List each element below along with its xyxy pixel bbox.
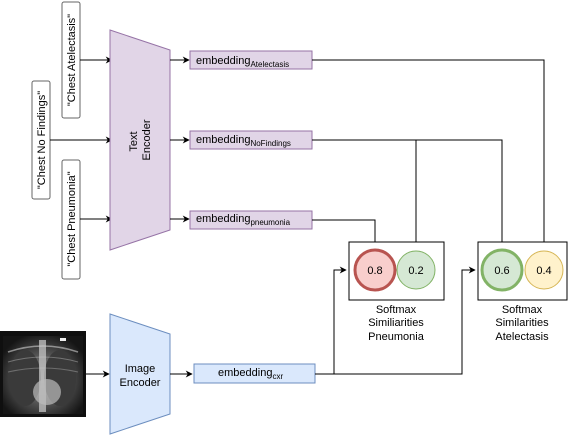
softmax-pneumonia-value-b: 0.2 bbox=[408, 265, 423, 277]
embedding-cxr-sub: cxr bbox=[272, 372, 283, 381]
prompt-no-findings-text: "Chest No Findings" bbox=[36, 91, 48, 189]
connector-cxr-to-softmax-pneumonia bbox=[315, 266, 347, 375]
softmax-pneumonia-circle-a bbox=[353, 248, 397, 292]
embedding-atelectasis-prefix: embedding bbox=[196, 55, 250, 67]
softmax-atelectasis-label-2: Similarities bbox=[495, 317, 549, 329]
softmax-atelectasis-circle-a bbox=[480, 248, 524, 292]
softmax-atelectasis-circle-b bbox=[524, 250, 564, 290]
connector-cxr-to-softmax-atelectasis bbox=[315, 266, 476, 375]
embedding-nofindings: embeddingNoFindings bbox=[189, 130, 313, 150]
embedding-atelectasis: embeddingAtelectasis bbox=[189, 50, 313, 70]
image-encoder-line1: Image bbox=[125, 363, 156, 375]
embedding-cxr: embeddingcxr bbox=[193, 363, 316, 384]
svg-text:embeddingpneumonia: embeddingpneumonia bbox=[196, 213, 291, 227]
softmax-pneumonia-value-a: 0.8 bbox=[367, 265, 382, 277]
text-encoder: Text Encoder bbox=[109, 29, 171, 251]
svg-text:embeddingcxr: embeddingcxr bbox=[218, 367, 283, 381]
softmax-atelectasis-value-a: 0.6 bbox=[494, 265, 509, 277]
connector-nofindings-to-atelectasis-softmax bbox=[416, 139, 506, 251]
softmax-pneumonia-circle-b bbox=[396, 250, 436, 290]
embedding-pneumonia-prefix: embedding bbox=[196, 213, 250, 225]
softmax-pneumonia-label-1: Softmax bbox=[376, 304, 417, 316]
svg-text:embeddingNoFindings: embeddingNoFindings bbox=[196, 134, 291, 148]
image-encoder-line2: Encoder bbox=[120, 377, 161, 389]
softmax-atelectasis-value-b: 0.4 bbox=[536, 265, 551, 277]
softmax-atelectasis-label-3: Atelectasis bbox=[495, 331, 549, 343]
embedding-pneumonia-sub: pneumonia bbox=[250, 218, 290, 227]
prompt-pneumonia-text: "Chest Pneumonia" bbox=[66, 171, 78, 266]
svg-text:embeddingAtelectasis: embeddingAtelectasis bbox=[196, 55, 289, 69]
connector-atelectasis-to-softmax bbox=[312, 59, 548, 251]
text-encoder-line2: Encoder bbox=[141, 119, 153, 160]
embedding-atelectasis-sub: Atelectasis bbox=[250, 60, 289, 69]
embedding-nofindings-sub: NoFindings bbox=[250, 139, 290, 148]
embedding-nofindings-prefix: embedding bbox=[196, 134, 250, 146]
text-encoder-line1: Text bbox=[128, 131, 140, 151]
softmax-pneumonia-label-2: Similiarities bbox=[368, 317, 424, 329]
prompt-pneumonia: "Chest Pneumonia" bbox=[61, 159, 81, 280]
prompt-atelectasis: "Chest Atelectasis" bbox=[61, 1, 81, 119]
image-encoder: Image Encoder bbox=[109, 313, 171, 435]
connector-nofindings-to-softmax bbox=[312, 139, 420, 251]
connector-pneumonia-to-softmax bbox=[312, 219, 379, 251]
prompt-no-findings: "Chest No Findings" bbox=[31, 80, 51, 200]
embedding-pneumonia: embeddingpneumonia bbox=[189, 210, 313, 230]
prompt-atelectasis-text: "Chest Atelectasis" bbox=[66, 14, 78, 106]
svg-text:Text Encoder: Text Encoder bbox=[128, 119, 153, 160]
softmax-atelectasis: 0.6 0.4 Softmax Similarities Atelectasis bbox=[477, 241, 568, 343]
softmax-pneumonia-label-3: Pneumonia bbox=[368, 331, 425, 343]
chest-xray-image bbox=[0, 331, 86, 417]
embedding-cxr-prefix: embedding bbox=[218, 367, 272, 379]
softmax-atelectasis-label-1: Softmax bbox=[502, 304, 543, 316]
softmax-pneumonia: 0.8 0.2 Softmax Similiarities Pneumonia bbox=[348, 241, 445, 343]
